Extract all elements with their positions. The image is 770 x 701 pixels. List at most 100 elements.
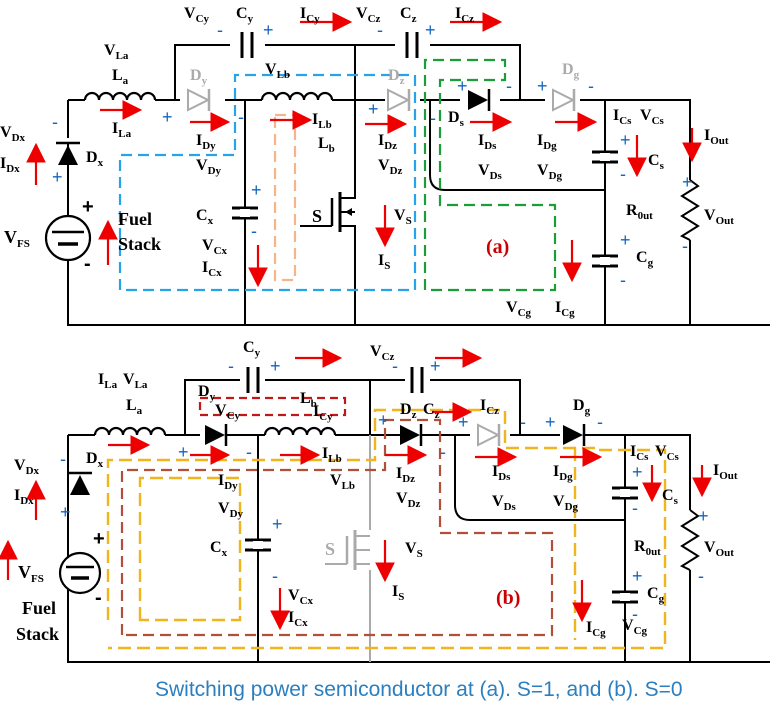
fuel-stack-source-b — [58, 551, 102, 595]
label-vdx-b: VDx — [14, 457, 40, 477]
diode-dx-a — [56, 141, 80, 165]
label-cz-b: Cz — [423, 401, 440, 421]
mode-label-b: (b) — [496, 587, 520, 609]
label-vcy-b: VCy — [215, 402, 241, 422]
inductor-lb-a — [260, 91, 334, 102]
svg-text:+: + — [178, 442, 189, 462]
svg-text:-: - — [430, 108, 436, 128]
label-dy-b: Dy — [198, 383, 216, 403]
label-idy-b: IDy — [218, 472, 238, 492]
label-iout-a: IOut — [704, 127, 729, 147]
svg-text:+: + — [263, 20, 274, 40]
figure-caption: Switching power semiconductor at (a). S=… — [155, 678, 683, 701]
label-rout-a: R0ut — [626, 202, 653, 222]
svg-text:-: - — [440, 442, 446, 462]
label-dz-a: Dz — [388, 67, 405, 87]
label-vds-b: VDs — [492, 493, 517, 513]
label-lb-a: Lb — [318, 135, 335, 155]
label-vcg-b: VCg — [622, 617, 648, 637]
label-icx-a: ICx — [202, 259, 222, 279]
label-vdg-a: VDg — [537, 162, 563, 182]
label-iout-b: IOut — [713, 462, 738, 482]
label-cx-a: Cx — [196, 207, 214, 227]
label-rout-b: R0ut — [634, 538, 661, 558]
labels-b: ILa VLa La Cy Dy VCy Lb ICy ILb IDy VDy … — [14, 339, 738, 644]
label-ids-a: IDs — [478, 132, 497, 152]
label-s-b: S — [325, 539, 335, 559]
label-vout-b: VOut — [704, 539, 734, 559]
label-lb-b: Lb — [300, 390, 317, 410]
label-vcy-a: VCy — [184, 5, 210, 25]
mode-label-a: (a) — [486, 236, 509, 258]
svg-text:-: - — [620, 164, 626, 184]
label-vcx-b: VCx — [288, 587, 314, 607]
svg-text:-: - — [698, 566, 704, 586]
label-cx-b: Cx — [210, 539, 228, 559]
label-idz-a: IDz — [378, 132, 397, 152]
label-ila-b: ILa — [98, 371, 118, 391]
svg-text:-: - — [392, 356, 398, 376]
label-ila-a: ILa — [112, 120, 132, 140]
label-ids-b: IDs — [492, 463, 511, 483]
label-stack-a: Stack — [118, 234, 161, 254]
svg-text:+: + — [620, 230, 631, 250]
label-cz-a: Cz — [400, 5, 417, 25]
label-vout-a: VOut — [704, 207, 734, 227]
svg-text:-: - — [246, 442, 252, 462]
label-vlb-a: VLb — [265, 61, 290, 81]
diode-ds-a — [468, 89, 491, 111]
label-vcs-b: VCs — [655, 443, 680, 463]
svg-text:-: - — [377, 20, 383, 40]
svg-text:-: - — [84, 253, 91, 275]
svg-text:+: + — [632, 462, 643, 482]
label-idg-a: IDg — [537, 132, 557, 152]
label-vcs-a: VCs — [640, 107, 665, 127]
label-cy-a: Cy — [236, 5, 254, 25]
label-icy-b: ICy — [313, 403, 333, 423]
label-vla-b: VLa — [123, 371, 148, 391]
fuel-stack-source-a — [44, 100, 92, 262]
flow-loop-dred-b — [198, 396, 347, 417]
svg-text:-: - — [632, 498, 638, 518]
capacitor-cg-a — [592, 254, 618, 268]
svg-text:-: - — [272, 566, 278, 586]
svg-text:-: - — [251, 221, 257, 241]
capacitor-cy-a — [240, 32, 254, 58]
label-icx-b: ICx — [288, 609, 308, 629]
svg-text:-: - — [52, 112, 58, 132]
svg-text:-: - — [520, 412, 526, 432]
label-vlb-b: VLb — [330, 472, 355, 492]
diode-dx-b — [68, 471, 92, 495]
capacitor-cx-b — [245, 538, 271, 552]
svg-text:-: - — [217, 20, 223, 40]
flow-loop-brown-b — [120, 418, 554, 637]
label-cs-b: Cs — [662, 487, 679, 507]
capacitor-cz-b — [410, 367, 424, 393]
label-vfs-b: VFS — [18, 562, 44, 585]
label-dy-a: Dy — [190, 67, 208, 87]
diode-dz-b — [400, 424, 423, 446]
label-vdg-b: VDg — [553, 493, 579, 513]
resistor-rout-a — [679, 179, 700, 241]
label-ilb-a: ILb — [312, 111, 332, 131]
capacitor-cs-b — [612, 486, 638, 500]
label-vdy-b: VDy — [218, 500, 244, 520]
label-la-a: La — [112, 67, 129, 87]
svg-text:+: + — [93, 528, 105, 550]
diode-dz-a — [387, 88, 411, 112]
svg-text:+: + — [52, 167, 63, 187]
label-vds-a: VDs — [478, 162, 503, 182]
diode-ds-b — [477, 423, 501, 447]
svg-text:+: + — [698, 506, 709, 526]
label-idy-a: IDy — [196, 132, 216, 152]
label-vcz-b: VCz — [370, 343, 395, 363]
label-cy-b: Cy — [243, 339, 261, 359]
label-icg-b: ICg — [586, 619, 606, 639]
svg-text:+: + — [60, 502, 71, 522]
svg-text:+: + — [458, 412, 469, 432]
label-vcg-a: VCg — [506, 299, 532, 319]
flow-loop-blue-a — [118, 73, 417, 292]
label-dz-b: Dz — [400, 401, 417, 421]
label-ics-b: ICs — [630, 443, 649, 463]
